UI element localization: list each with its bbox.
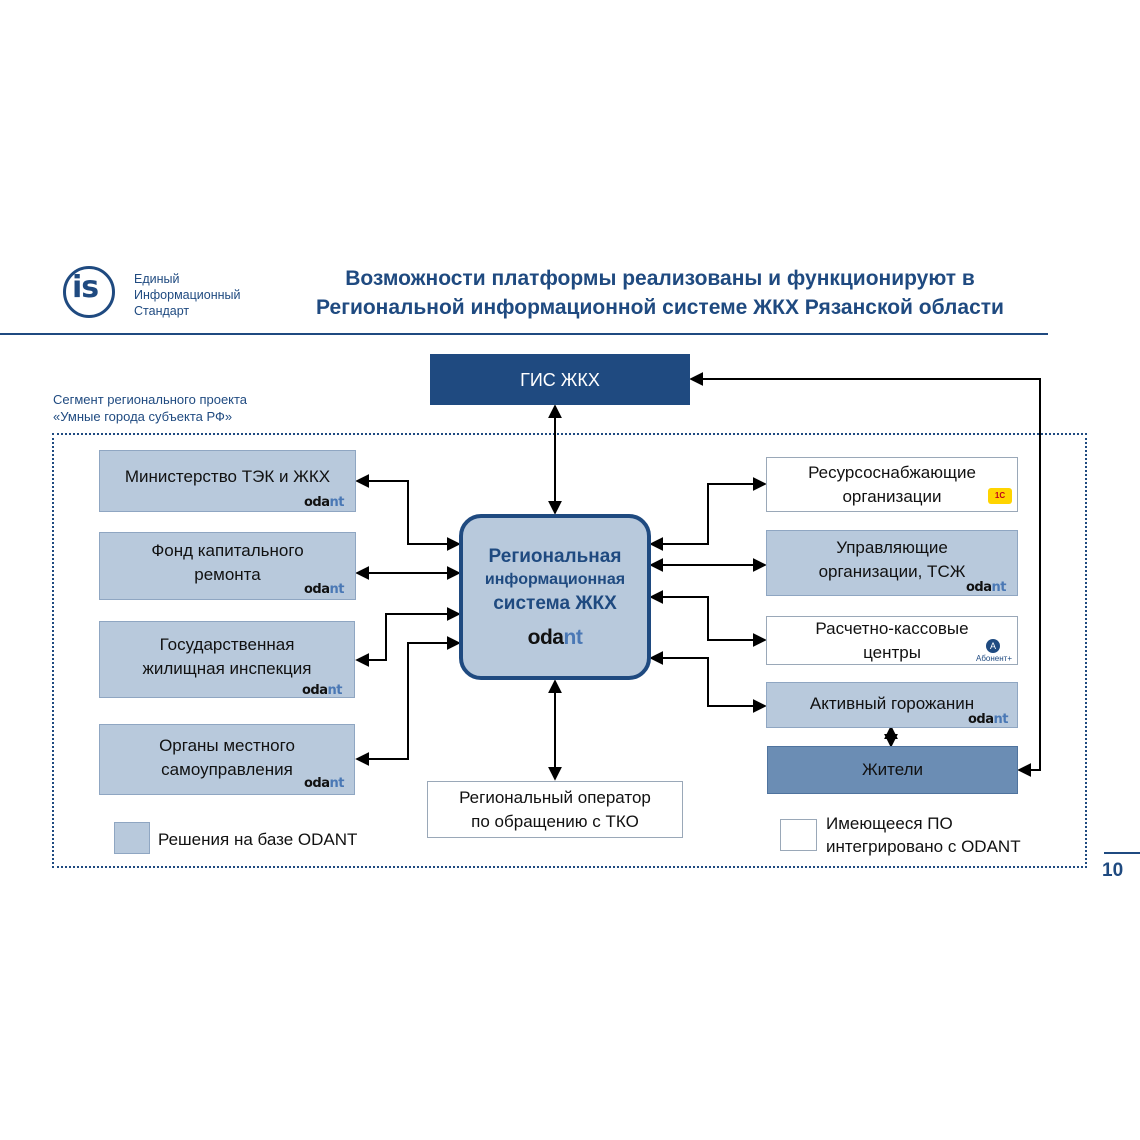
odant-logo: odant <box>528 626 583 650</box>
odant-logo-a: oda <box>527 626 564 649</box>
odant-logo-b: nt <box>329 495 345 510</box>
local-gov-box: Органы местного самоуправления <box>99 724 355 795</box>
connector-local-gov <box>355 636 461 766</box>
center-system-box: Региональная информационная система ЖКХ … <box>459 514 651 680</box>
inspection-label-line1: Государственная <box>159 634 295 654</box>
waste-operator-line2: по обращению с ТКО <box>471 811 639 831</box>
inspection-box: Государственная жилищная инспекция <box>99 621 355 698</box>
legend-odant-swatch <box>114 822 150 854</box>
page-title: Возможности платформы реализованы и функ… <box>230 264 1090 322</box>
resource-label-line2: организации <box>842 486 942 506</box>
header-divider <box>0 333 1048 335</box>
brand-name: Единый Информационный Стандарт <box>134 271 241 319</box>
odant-logo-b: nt <box>563 626 583 649</box>
legend-existing-line1: Имеющееся ПО <box>826 814 953 833</box>
brand-line: Стандарт <box>134 304 190 318</box>
local-gov-label-line1: Органы местного <box>159 735 295 755</box>
connector-residents-gis <box>689 372 1041 777</box>
abonent-logo-icon: А <box>986 639 1000 653</box>
management-box: Управляющие организации, ТСЖ <box>766 530 1018 596</box>
center-line3: система ЖКХ <box>493 593 617 614</box>
odant-logo: odant <box>304 776 345 791</box>
odant-logo-a: oda <box>302 683 328 698</box>
segment-label: Сегмент регионального проекта «Умные гор… <box>53 391 247 425</box>
1c-logo-icon: 1С <box>988 488 1012 504</box>
connector-resource <box>649 477 767 551</box>
resource-box: Ресурсоснабжающие организации <box>766 457 1018 512</box>
ministry-label: Министерство ТЭК и ЖКХ <box>124 467 331 486</box>
brand-logo-circle <box>63 266 115 318</box>
brand-line: Единый <box>134 272 180 286</box>
legend-odant-label: Решения на базе ODANT <box>158 830 358 849</box>
legend-existing-swatch <box>780 819 817 851</box>
center-line1: Региональная <box>488 546 622 567</box>
odant-logo-a: oda <box>304 495 330 510</box>
segment-label-line1: Сегмент регионального проекта <box>53 392 248 407</box>
odant-logo-b: nt <box>991 580 1007 595</box>
odant-logo: odant <box>304 495 345 510</box>
waste-operator-line1: Региональный оператор <box>459 787 651 807</box>
legend-existing-label: Имеющееся ПО интегрировано с ODANT <box>826 812 1021 858</box>
management-label-line1: Управляющие <box>836 538 948 557</box>
cash-center-label-line2: центры <box>863 642 921 662</box>
odant-logo: odant <box>966 580 1007 595</box>
abonent-logo-text: Абонент+ <box>976 654 1012 663</box>
fund-label-line2: ремонта <box>194 565 261 584</box>
page-title-line1: Возможности платформы реализованы и функ… <box>345 267 975 290</box>
active-citizen-label: Активный горожанин <box>809 694 975 713</box>
fund-label-line1: Фонд капитального <box>151 541 304 560</box>
odant-logo: odant <box>302 683 343 698</box>
odant-logo-a: oda <box>304 776 330 791</box>
odant-logo-b: nt <box>993 712 1009 727</box>
page-number: 10 <box>1102 860 1124 881</box>
odant-logo-a: oda <box>966 580 992 595</box>
segment-border <box>52 433 1087 868</box>
page-number-divider <box>1104 852 1140 854</box>
resource-label-line1: Ресурсоснабжающие <box>808 462 976 482</box>
waste-operator-box: Региональный оператор по обращению с ТКО <box>427 781 683 838</box>
connector-active <box>649 651 767 713</box>
brand-logo: is <box>72 270 99 305</box>
local-gov-label-line2: самоуправления <box>161 759 293 779</box>
inspection-label-line2: жилищная инспекция <box>142 658 312 678</box>
connector-cash <box>649 590 767 647</box>
odant-logo: odant <box>304 582 345 597</box>
page-title-line2: Региональной информационной системе ЖКХ … <box>316 296 1004 319</box>
ministry-box: Министерство ТЭК и ЖКХ <box>99 450 356 512</box>
cash-center-box: Расчетно-кассовые центры <box>766 616 1018 665</box>
brand-line: Информационный <box>134 288 241 302</box>
residents-box: Жители <box>767 746 1018 794</box>
gis-zhkh-box: ГИС ЖКХ <box>430 354 690 405</box>
legend-existing-line2: интегрировано с ODANT <box>826 837 1021 856</box>
odant-logo-b: nt <box>329 776 345 791</box>
segment-label-line2: «Умные города субъекта РФ» <box>53 409 233 424</box>
fund-box: Фонд капитального ремонта <box>99 532 356 600</box>
odant-logo-b: nt <box>327 683 343 698</box>
cash-center-label-line1: Расчетно-кассовые <box>815 618 969 638</box>
odant-logo-a: oda <box>968 712 994 727</box>
connector-ministry <box>355 474 461 551</box>
odant-logo-b: nt <box>329 582 345 597</box>
management-label-line2: организации, ТСЖ <box>818 562 966 581</box>
odant-logo-a: oda <box>304 582 330 597</box>
odant-logo: odant <box>968 712 1009 727</box>
active-citizen-box: Активный горожанин <box>766 682 1018 728</box>
center-line2: информационная <box>484 571 626 588</box>
